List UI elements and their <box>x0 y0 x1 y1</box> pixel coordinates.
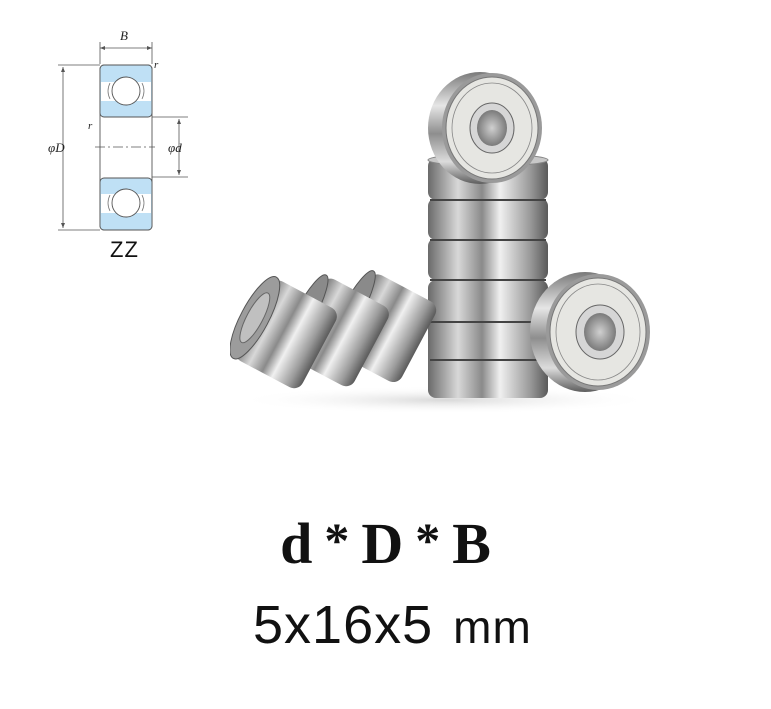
bearing-diagram-graphic: B r φD r φd <box>48 28 188 231</box>
label-phi-D: φD <box>48 140 65 155</box>
bearing-cross-section-diagram: B r φD r φd <box>40 20 220 270</box>
size-value: 5x16x5 <box>253 595 434 655</box>
bearings-product-photo <box>230 70 660 430</box>
formula-B: B <box>452 511 491 576</box>
size-unit: mm <box>453 601 532 653</box>
bearings-illustration <box>230 72 655 414</box>
top-bearing <box>428 72 542 184</box>
label-r-side: r <box>88 120 93 132</box>
seal-type-label: ZZ <box>110 237 139 262</box>
label-phi-d: φd <box>168 140 182 155</box>
formula-D: D <box>361 511 404 576</box>
formula-star-2: * <box>415 512 441 568</box>
label-b: B <box>120 28 128 43</box>
formula-d: d <box>280 511 313 576</box>
leaning-bearings <box>230 270 437 389</box>
dimension-formula: d*D*B <box>0 510 771 577</box>
stacked-bearings <box>427 153 549 398</box>
right-bearing <box>530 272 650 392</box>
formula-star-1: * <box>324 512 350 568</box>
label-r-top: r <box>154 59 159 71</box>
size-spec: 5x16x5 mm <box>253 594 532 656</box>
